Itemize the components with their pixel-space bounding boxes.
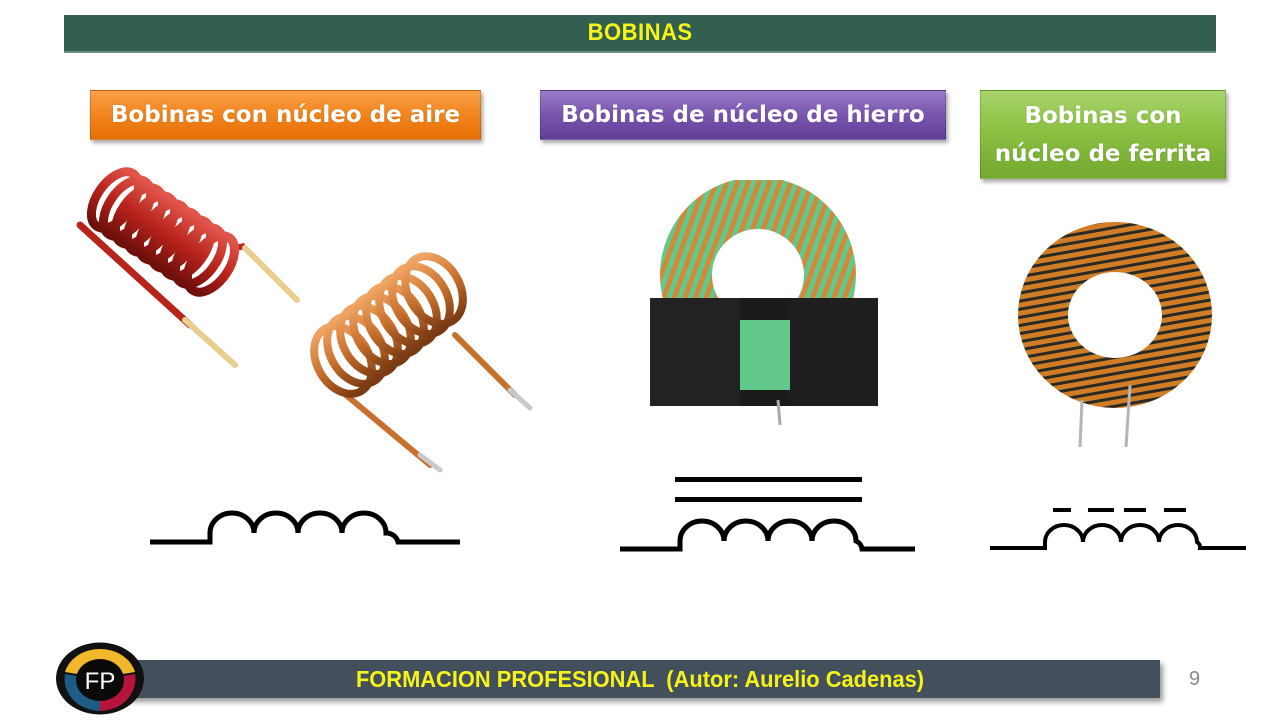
label-ferrite-core-line1: Bobinas con [1024,102,1182,129]
copper-air-coil [310,252,533,473]
air-core-coils-photo [76,167,533,473]
inductor-iron-core-symbol [620,477,915,552]
inductor-air-core-symbol [150,510,460,545]
label-air-core: Bobinas con núcleo de aire [90,90,481,140]
iron-core-line-bottom [675,497,862,502]
ferrite-core-toroid-photo [1018,222,1212,448]
label-iron-core-text: Bobinas de núcleo de hierro [561,102,925,128]
fp-logo-text: FP [85,668,116,695]
label-iron-core: Bobinas de núcleo de hierro [540,90,946,140]
inductor-ferrite-core-symbol [990,508,1246,550]
fp-logo: FP [56,642,144,715]
iron-core-line-top [675,477,862,482]
slide-title-bar: BOBINAS [64,15,1216,53]
label-ferrite-core: Bobinas con núcleo de ferrita [980,90,1226,179]
label-ferrite-core-line2: núcleo de ferrita [994,140,1212,167]
iron-core-toroid-photo [650,180,878,426]
page-number: 9 [1189,668,1201,690]
slide-title: BOBINAS [587,19,693,46]
label-air-core-text: Bobinas con núcleo de aire [110,102,461,128]
footer-bar: FORMACION PROFESIONAL (Autor: Aurelio Ca… [120,660,1160,698]
red-air-coil [76,167,300,368]
footer-text: FORMACION PROFESIONAL (Autor: Aurelio Ca… [355,665,925,692]
